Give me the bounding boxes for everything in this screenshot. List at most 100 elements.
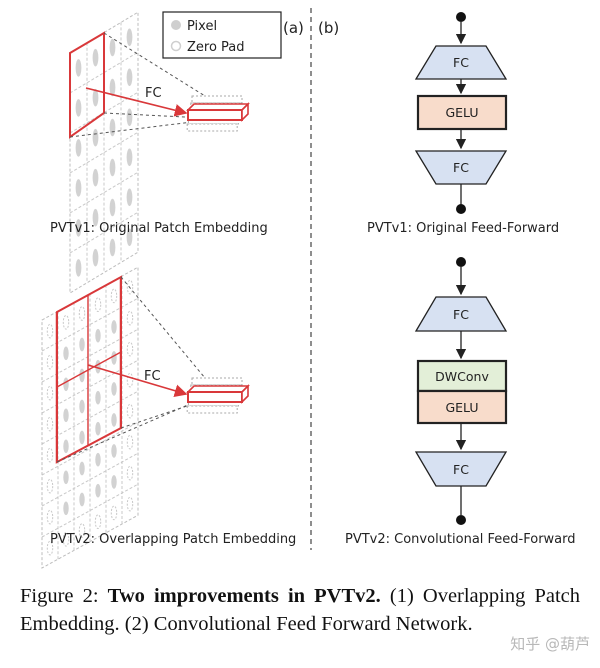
pixel-dot <box>79 430 85 445</box>
zero-pad-dot <box>46 354 54 370</box>
fc-block-bottom-2 <box>414 451 508 487</box>
pixel-dot <box>92 168 99 187</box>
projection-line <box>120 276 206 379</box>
zero-pad-dot <box>110 288 118 304</box>
output-node-top <box>456 204 466 214</box>
pixel-dot <box>75 219 82 237</box>
output-node-bottom <box>456 515 466 525</box>
zero-pad-dot <box>46 447 54 463</box>
input-node-bottom <box>456 257 466 267</box>
panel-b-top-caption: PVTv1: Original Feed-Forward <box>367 221 559 236</box>
pixel-grid-top <box>69 11 139 294</box>
zero-pad-dot <box>62 314 70 330</box>
zero-pad-dot <box>126 496 134 512</box>
zero-pad-dot <box>46 540 54 556</box>
zero-pad-dot <box>46 323 54 339</box>
pixel-dot <box>92 128 99 147</box>
pixel-dot <box>126 28 133 47</box>
pixel-dot <box>92 48 99 67</box>
pixel-dot <box>111 382 117 396</box>
token-block-top <box>186 95 250 132</box>
legend-zero-pad-label: Zero Pad <box>187 40 245 55</box>
pixel-dot <box>63 470 69 485</box>
zero-pad-dot <box>46 416 54 432</box>
pixel-dot <box>75 59 82 77</box>
pixel-dot <box>109 118 116 137</box>
token-block-bottom <box>186 377 250 414</box>
zero-pad-dot <box>126 403 134 419</box>
fc-block-top-2-label: FC <box>453 160 469 175</box>
caption-prefix: Figure 2: <box>20 585 108 607</box>
zero-pad-dot <box>94 514 102 530</box>
zero-pad-dot <box>78 306 86 321</box>
pixel-dot <box>111 413 117 427</box>
pixel-dot <box>63 346 69 361</box>
pixel-dot <box>79 368 85 383</box>
pixel-dot <box>63 377 69 392</box>
pixel-dot <box>75 99 82 117</box>
pixel-dot <box>92 248 99 267</box>
caption-bold: Two improvements in PVTv2. <box>107 585 381 607</box>
zero-pad-dot <box>126 465 134 481</box>
gelu-block-top-label: GELU <box>445 105 478 120</box>
projection-line <box>56 403 191 463</box>
fc-block-bottom-2-label: FC <box>453 462 469 477</box>
zero-pad-dot <box>126 341 134 357</box>
pixel-dot <box>126 148 133 167</box>
fc-block-top-1 <box>414 45 508 80</box>
fc-label-bottom: FC <box>144 369 161 384</box>
figure-diagram: (a) Pixel Zero Pad FC PVTv1: Original Pa… <box>41 8 576 569</box>
zero-pad-dot <box>126 372 134 388</box>
pixel-dot <box>95 483 101 498</box>
gelu-block-bottom <box>416 389 508 425</box>
pixel-dot <box>95 390 101 405</box>
pixel-dot <box>75 139 82 157</box>
pixel-dot <box>92 208 99 227</box>
panel-b-bottom-caption: PVTv2: Convolutional Feed-Forward <box>345 532 576 547</box>
pixel-dot <box>126 188 133 207</box>
pixel-dot <box>95 452 101 467</box>
pixel-dot <box>63 439 69 454</box>
fc-label-top: FC <box>145 86 162 101</box>
pixel-dot <box>126 108 133 127</box>
panel-b-tag: (b) <box>318 19 339 37</box>
zero-pad-legend-icon <box>170 40 182 52</box>
watermark: 知乎 @葫芦 <box>510 635 590 653</box>
pixel-dot <box>126 228 133 247</box>
pixel-dot <box>111 444 117 458</box>
dwconv-block <box>416 359 508 393</box>
gelu-block-top <box>416 94 508 131</box>
fc-block-bottom-1-label: FC <box>453 307 469 322</box>
pixel-dot <box>95 421 101 436</box>
pixel-dot <box>109 78 116 97</box>
caption-rest: (1) Overlapping Patch Embedding. (2) Con… <box>20 585 580 635</box>
zero-pad-dot <box>46 509 54 525</box>
pixel-dot <box>109 238 116 257</box>
projection-line <box>69 121 193 138</box>
dwconv-block-label: DWConv <box>435 369 489 384</box>
panel-a-top-caption: PVTv1: Original Patch Embedding <box>50 221 268 236</box>
zero-pad-dot <box>46 385 54 401</box>
pixel-dot <box>63 408 69 423</box>
pixel-dot <box>79 337 85 352</box>
panel-a-bottom-caption: PVTv2: Overlapping Patch Embedding <box>50 532 296 547</box>
gelu-block-bottom-label: GELU <box>445 400 478 415</box>
fc-arrow-top <box>85 87 188 117</box>
pixel-dot <box>111 475 117 489</box>
fc-arrow-bottom <box>87 364 188 397</box>
zero-pad-dot <box>126 310 134 326</box>
pixel-dot <box>95 328 101 343</box>
pixel-dot <box>79 399 85 414</box>
pixel-dot <box>109 38 116 57</box>
zero-pad-dot <box>126 279 134 295</box>
panel-a-tag: (a) <box>283 19 304 37</box>
fc-block-bottom-1 <box>414 296 508 332</box>
pixel-dot <box>63 501 69 516</box>
fc-block-top-2 <box>414 150 508 185</box>
pixel-dot <box>79 492 85 507</box>
pixel-dot <box>126 68 133 87</box>
input-node-top <box>456 12 466 22</box>
legend: Pixel Zero Pad <box>162 11 282 59</box>
zero-pad-dot <box>110 505 118 521</box>
legend-pixel-label: Pixel <box>187 19 217 34</box>
